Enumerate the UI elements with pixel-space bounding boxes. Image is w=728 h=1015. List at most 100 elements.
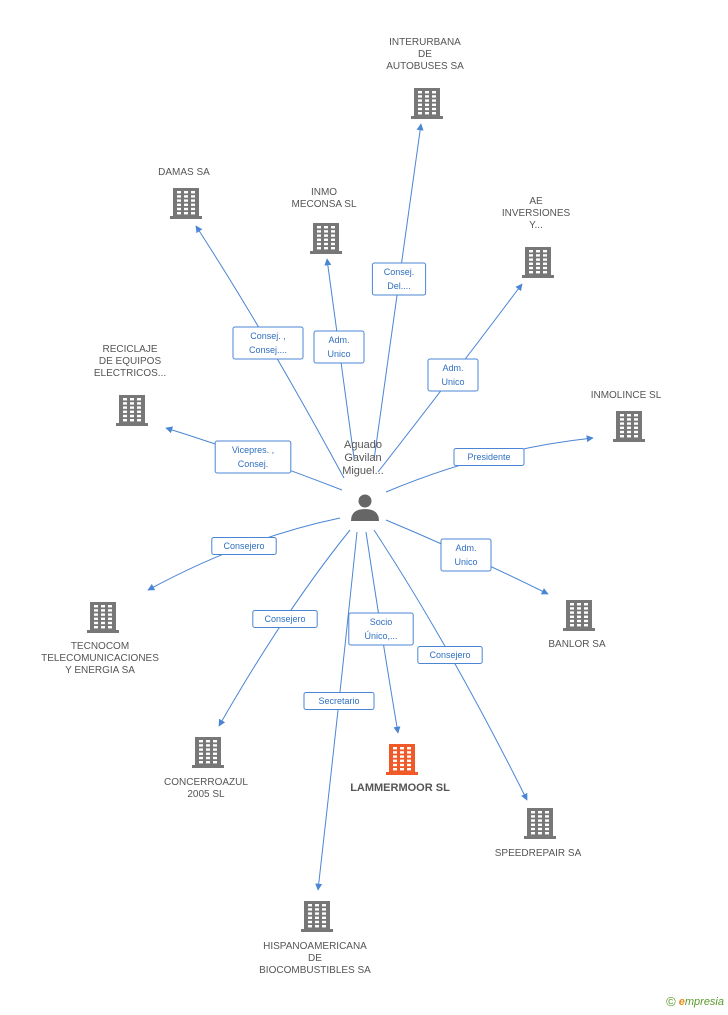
window xyxy=(432,107,436,111)
building-icon[interactable] xyxy=(524,808,556,839)
building-icon[interactable] xyxy=(386,744,418,775)
window xyxy=(322,920,326,924)
building-icon[interactable] xyxy=(192,737,224,768)
company-label-concerroazul[interactable]: CONCERROAZUL xyxy=(164,777,248,788)
building-base xyxy=(170,216,202,219)
person-name[interactable]: Aguado xyxy=(344,439,382,451)
window xyxy=(324,242,328,246)
window xyxy=(177,199,181,202)
company-label-tecnocom[interactable]: TELECOMUNICACIONES xyxy=(41,653,159,664)
company-label-reciclaje[interactable]: DE EQUIPOS xyxy=(99,356,162,367)
window xyxy=(425,107,429,111)
person-name[interactable]: Gavilan xyxy=(344,452,381,464)
role-box xyxy=(303,692,375,710)
window xyxy=(191,191,195,194)
window xyxy=(331,230,335,233)
window xyxy=(545,827,549,831)
company-label-lammermoor[interactable]: LAMMERMOOR SL xyxy=(350,782,450,794)
role-badge-reciclaje[interactable]: Vicepres. ,Consej. xyxy=(214,440,292,474)
window xyxy=(634,418,638,421)
role-badge-concerroazul[interactable]: Consejero xyxy=(252,610,318,628)
building-icon[interactable] xyxy=(563,600,595,631)
window xyxy=(331,238,335,241)
window xyxy=(531,819,535,822)
company-label-interurbana[interactable]: INTERURBANA xyxy=(389,37,461,48)
window xyxy=(177,212,181,215)
window xyxy=(584,611,588,614)
company-label-hispanoamericana[interactable]: DE xyxy=(308,953,322,964)
building-icon[interactable] xyxy=(310,223,342,254)
building-icon[interactable] xyxy=(522,247,554,278)
window xyxy=(400,759,404,762)
building-icon[interactable] xyxy=(87,602,119,633)
role-box xyxy=(211,537,277,555)
window xyxy=(123,410,127,413)
window xyxy=(634,414,638,417)
company-label-damas[interactable]: DAMAS SA xyxy=(158,167,210,178)
role-badge-banlor[interactable]: Adm.Unico xyxy=(440,538,492,572)
edge-labels-layer: Consej.Del.... Consej. ,Consej.... Adm.Uni… xyxy=(211,262,525,710)
role-badge-speedrepair[interactable]: Consejero xyxy=(417,646,483,664)
company-label-ae-inversiones[interactable]: INVERSIONES xyxy=(502,208,571,219)
building-icon[interactable] xyxy=(170,188,202,219)
window xyxy=(418,107,422,111)
role-badge-interurbana[interactable]: Consej.Del.... xyxy=(371,262,427,296)
window xyxy=(538,823,542,826)
company-label-reciclaje[interactable]: ELECTRICOS... xyxy=(94,368,166,379)
role-badge-ae-inversiones[interactable]: Adm.Unico xyxy=(427,358,479,392)
role-text: Socio xyxy=(370,617,393,627)
window xyxy=(101,626,105,629)
window xyxy=(536,262,540,265)
window xyxy=(538,832,542,835)
role-text: Consej. , xyxy=(250,331,286,341)
person-node[interactable]: AguadoGavilanMiguel... xyxy=(342,439,384,521)
company-label-banlor[interactable]: BANLOR SA xyxy=(548,639,606,650)
window xyxy=(418,112,422,115)
company-label-tecnocom[interactable]: Y ENERGIA SA xyxy=(65,665,135,676)
company-label-inmolince[interactable]: INMOLINCE SL xyxy=(591,390,662,401)
building-icon[interactable] xyxy=(301,901,333,932)
company-label-inmo-meconsa[interactable]: MECONSA SL xyxy=(291,199,356,210)
person-icon[interactable] xyxy=(351,494,379,522)
company-label-concerroazul[interactable]: 2005 SL xyxy=(187,789,225,800)
window xyxy=(315,916,319,919)
window xyxy=(108,605,112,608)
role-badge-hispanoamericana[interactable]: Secretario xyxy=(303,692,375,710)
brand-logo[interactable]: empresia xyxy=(678,995,724,1008)
role-badge-lammermoor[interactable]: SocioÚnico,... xyxy=(348,612,414,646)
company-label-interurbana[interactable]: DE xyxy=(418,49,432,60)
role-badge-damas[interactable]: Consej. ,Consej.... xyxy=(232,326,304,360)
company-label-tecnocom[interactable]: TECNOCOM xyxy=(71,641,129,652)
company-label-inmo-meconsa[interactable]: INMO xyxy=(311,187,337,198)
company-label-hispanoamericana[interactable]: HISPANOAMERICANA xyxy=(263,941,367,952)
window xyxy=(206,740,210,743)
person-name[interactable]: Miguel... xyxy=(342,465,384,477)
window xyxy=(324,247,328,250)
window xyxy=(570,607,574,610)
company-label-speedrepair[interactable]: SPEEDREPAIR SA xyxy=(495,848,582,859)
window xyxy=(108,609,112,612)
window xyxy=(529,266,533,270)
building-icon[interactable] xyxy=(411,88,443,119)
window xyxy=(322,912,326,915)
window xyxy=(324,234,328,237)
company-label-hispanoamericana[interactable]: BIOCOMBUSTIBLES SA xyxy=(259,965,371,976)
role-text: Adm. xyxy=(455,543,476,553)
window xyxy=(393,755,397,758)
company-label-ae-inversiones[interactable]: AE xyxy=(529,196,543,207)
company-label-ae-inversiones[interactable]: Y... xyxy=(529,220,543,231)
building-icon[interactable] xyxy=(116,395,148,426)
company-label-reciclaje[interactable]: RECICLAJE xyxy=(102,344,157,355)
role-badge-inmo-meconsa[interactable]: Adm.Unico xyxy=(313,330,365,364)
company-label-interurbana[interactable]: AUTOBUSES SA xyxy=(386,61,464,72)
window xyxy=(536,271,540,274)
role-badge-tecnocom[interactable]: Consejero xyxy=(211,537,277,555)
window xyxy=(418,95,422,98)
person-head xyxy=(358,494,372,508)
window xyxy=(317,226,321,229)
building-icon[interactable] xyxy=(613,411,645,442)
role-badge-inmolince[interactable]: Presidente xyxy=(453,448,525,466)
window xyxy=(400,751,404,754)
window xyxy=(570,624,574,627)
